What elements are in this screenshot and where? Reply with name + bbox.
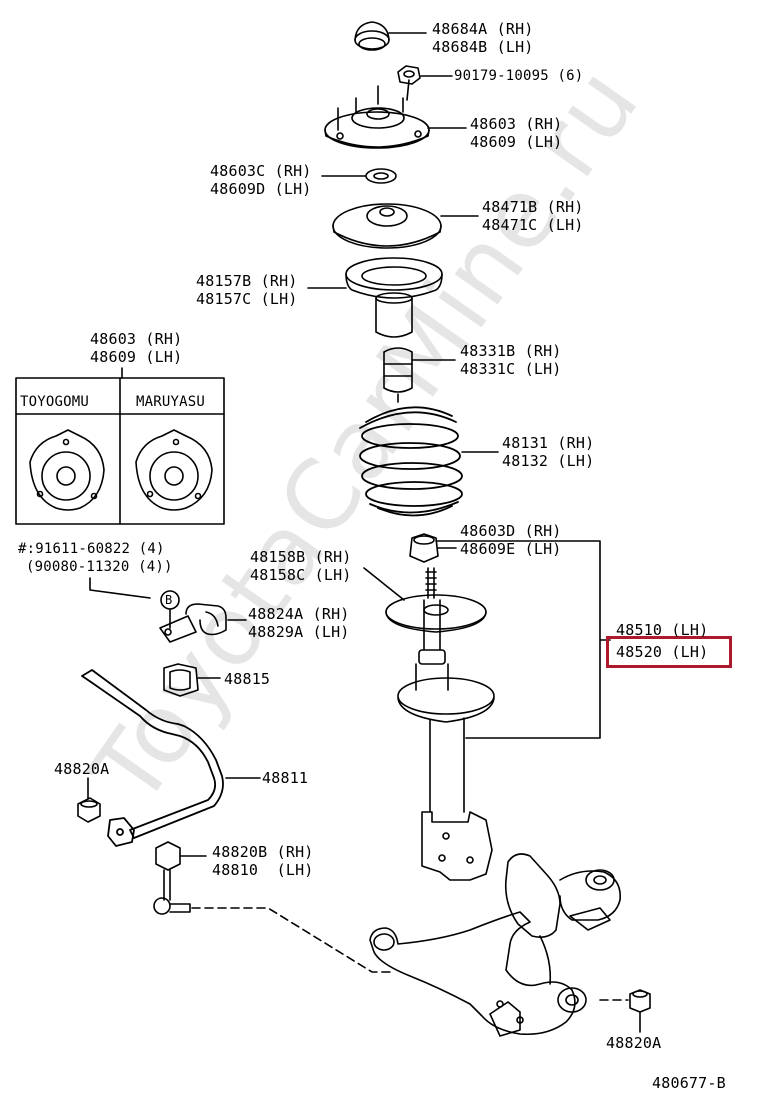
label-48132-lh: 48132 (LH) <box>502 452 595 470</box>
stabilizer-link-part[interactable] <box>153 841 191 915</box>
toyogomu-support-drawing[interactable] <box>29 429 105 511</box>
label-48815-text: 48815 <box>224 670 271 688</box>
stabilizer-link-bushing-part[interactable] <box>77 797 101 823</box>
label-48811[interactable]: 48811 <box>262 769 308 787</box>
label-48331b-rh: 48331B (RH) <box>460 342 562 360</box>
inset-heading[interactable]: 48603 (RH) 48609 (LH) <box>90 330 182 366</box>
label-48820a-top[interactable]: 48820A <box>54 760 109 778</box>
label-48471c-lh: 48471C (LH) <box>482 216 584 234</box>
maruyasu-support-drawing[interactable] <box>135 429 213 511</box>
label-48131[interactable]: 48131 (RH) 48132 (LH) <box>502 434 594 470</box>
leader-48510-bracket <box>435 540 601 739</box>
label-90179[interactable]: 90179-10095 (6) <box>454 67 583 85</box>
label-48131-rh: 48131 (RH) <box>502 434 595 452</box>
dust-cap-part[interactable] <box>354 21 390 51</box>
label-48609e-lh: 48609E (LH) <box>460 540 562 558</box>
label-48603[interactable]: 48603 (RH) 48609 (LH) <box>470 115 562 151</box>
note-line2: (90080-11320 (4)) <box>26 559 173 575</box>
label-48820a-top-text: 48820A <box>54 760 110 778</box>
spring-insulator-part[interactable] <box>345 257 443 338</box>
label-48820b[interactable]: 48820B (RH) 48810 (LH) <box>212 843 314 879</box>
label-48820a-bottom-text: 48820A <box>606 1034 662 1052</box>
bound-stopper-part[interactable] <box>383 347 413 403</box>
label-48810-lh: 48810 (LH) <box>212 861 314 879</box>
strut-nut-part[interactable] <box>409 533 439 563</box>
label-48820b-rh: 48820B (RH) <box>212 843 314 861</box>
label-48815[interactable]: 48815 <box>224 670 270 688</box>
label-48520-lh: 48520 (LH) <box>616 643 709 661</box>
label-48603d-rh: 48603D (RH) <box>460 522 562 540</box>
label-48520[interactable]: 48520 (LH) <box>616 643 708 661</box>
label-48829a-lh: 48829A (LH) <box>248 623 350 641</box>
label-48157c-lh: 48157C (LH) <box>196 290 298 308</box>
label-48820a-bottom[interactable]: 48820A <box>606 1034 661 1052</box>
stabilizer-bushing-part[interactable] <box>163 663 199 697</box>
inset-heading-lh: 48609 (LH) <box>90 348 183 366</box>
leader-note <box>89 577 151 599</box>
inset-col-maruyasu: MARUYASU <box>136 394 206 410</box>
inset-col-toyogomu: TOYOGOMU <box>20 394 90 410</box>
label-48684-lh: 48684B (LH) <box>432 38 534 56</box>
label-48158c-lh: 48158C (LH) <box>250 566 352 584</box>
label-90179-text: 90179-10095 (6) <box>454 68 584 84</box>
label-48603c-rh: 48603C (RH) <box>210 162 312 180</box>
label-48157b-rh: 48157B (RH) <box>196 272 298 290</box>
label-48331c-lh: 48331C (LH) <box>460 360 562 378</box>
label-48510[interactable]: 48510 (LH) <box>616 621 708 639</box>
upper-spring-seat-part[interactable] <box>332 203 442 249</box>
inset-heading-rh: 48603 (RH) <box>90 330 183 348</box>
label-48609-lh: 48609 (LH) <box>470 133 563 151</box>
leader-48158 <box>363 567 405 601</box>
note-line1: #:91611-60822 (4) <box>18 541 165 557</box>
highlight-box-48520 <box>606 636 732 668</box>
dashed-connection-link <box>191 907 391 973</box>
label-48603c[interactable]: 48603C (RH) 48609D (LH) <box>210 162 312 198</box>
label-48824[interactable]: 48824A (RH) 48829A (LH) <box>248 605 350 641</box>
inset-box <box>15 367 225 525</box>
label-48158b-rh: 48158B (RH) <box>250 548 352 566</box>
diagram-code: 480677-B <box>652 1074 726 1092</box>
label-48603-rh: 48603 (RH) <box>470 115 563 133</box>
label-48609d-lh: 48609D (LH) <box>210 180 312 198</box>
label-48811-text: 48811 <box>262 769 309 787</box>
label-48684-rh: 48684A (RH) <box>432 20 534 38</box>
coil-spring-part[interactable] <box>359 406 463 517</box>
label-48471b-rh: 48471B (RH) <box>482 198 584 216</box>
label-48471[interactable]: 48471B (RH) 48471C (LH) <box>482 198 584 234</box>
marker-b: B <box>165 593 173 607</box>
stabilizer-bracket-part[interactable] <box>159 603 227 643</box>
label-48510-lh: 48510 (LH) <box>616 621 709 639</box>
label-48331[interactable]: 48331B (RH) 48331C (LH) <box>460 342 562 378</box>
label-48603d[interactable]: 48603D (RH) 48609E (LH) <box>460 522 562 558</box>
shock-absorber-part[interactable] <box>385 567 495 881</box>
stabilizer-bar-part[interactable] <box>81 669 224 847</box>
lower-bushing-part[interactable] <box>629 989 651 1013</box>
nut-part[interactable] <box>397 65 421 101</box>
label-48158[interactable]: 48158B (RH) 48158C (LH) <box>250 548 352 584</box>
lower-arm-knuckle-part[interactable] <box>369 853 621 1037</box>
suspension-support-part[interactable] <box>324 85 430 149</box>
label-48157[interactable]: 48157B (RH) 48157C (LH) <box>196 272 298 308</box>
bearing-part[interactable] <box>365 168 397 184</box>
label-48824a-rh: 48824A (RH) <box>248 605 350 623</box>
label-48684[interactable]: 48684A (RH) 48684B (LH) <box>432 20 534 56</box>
